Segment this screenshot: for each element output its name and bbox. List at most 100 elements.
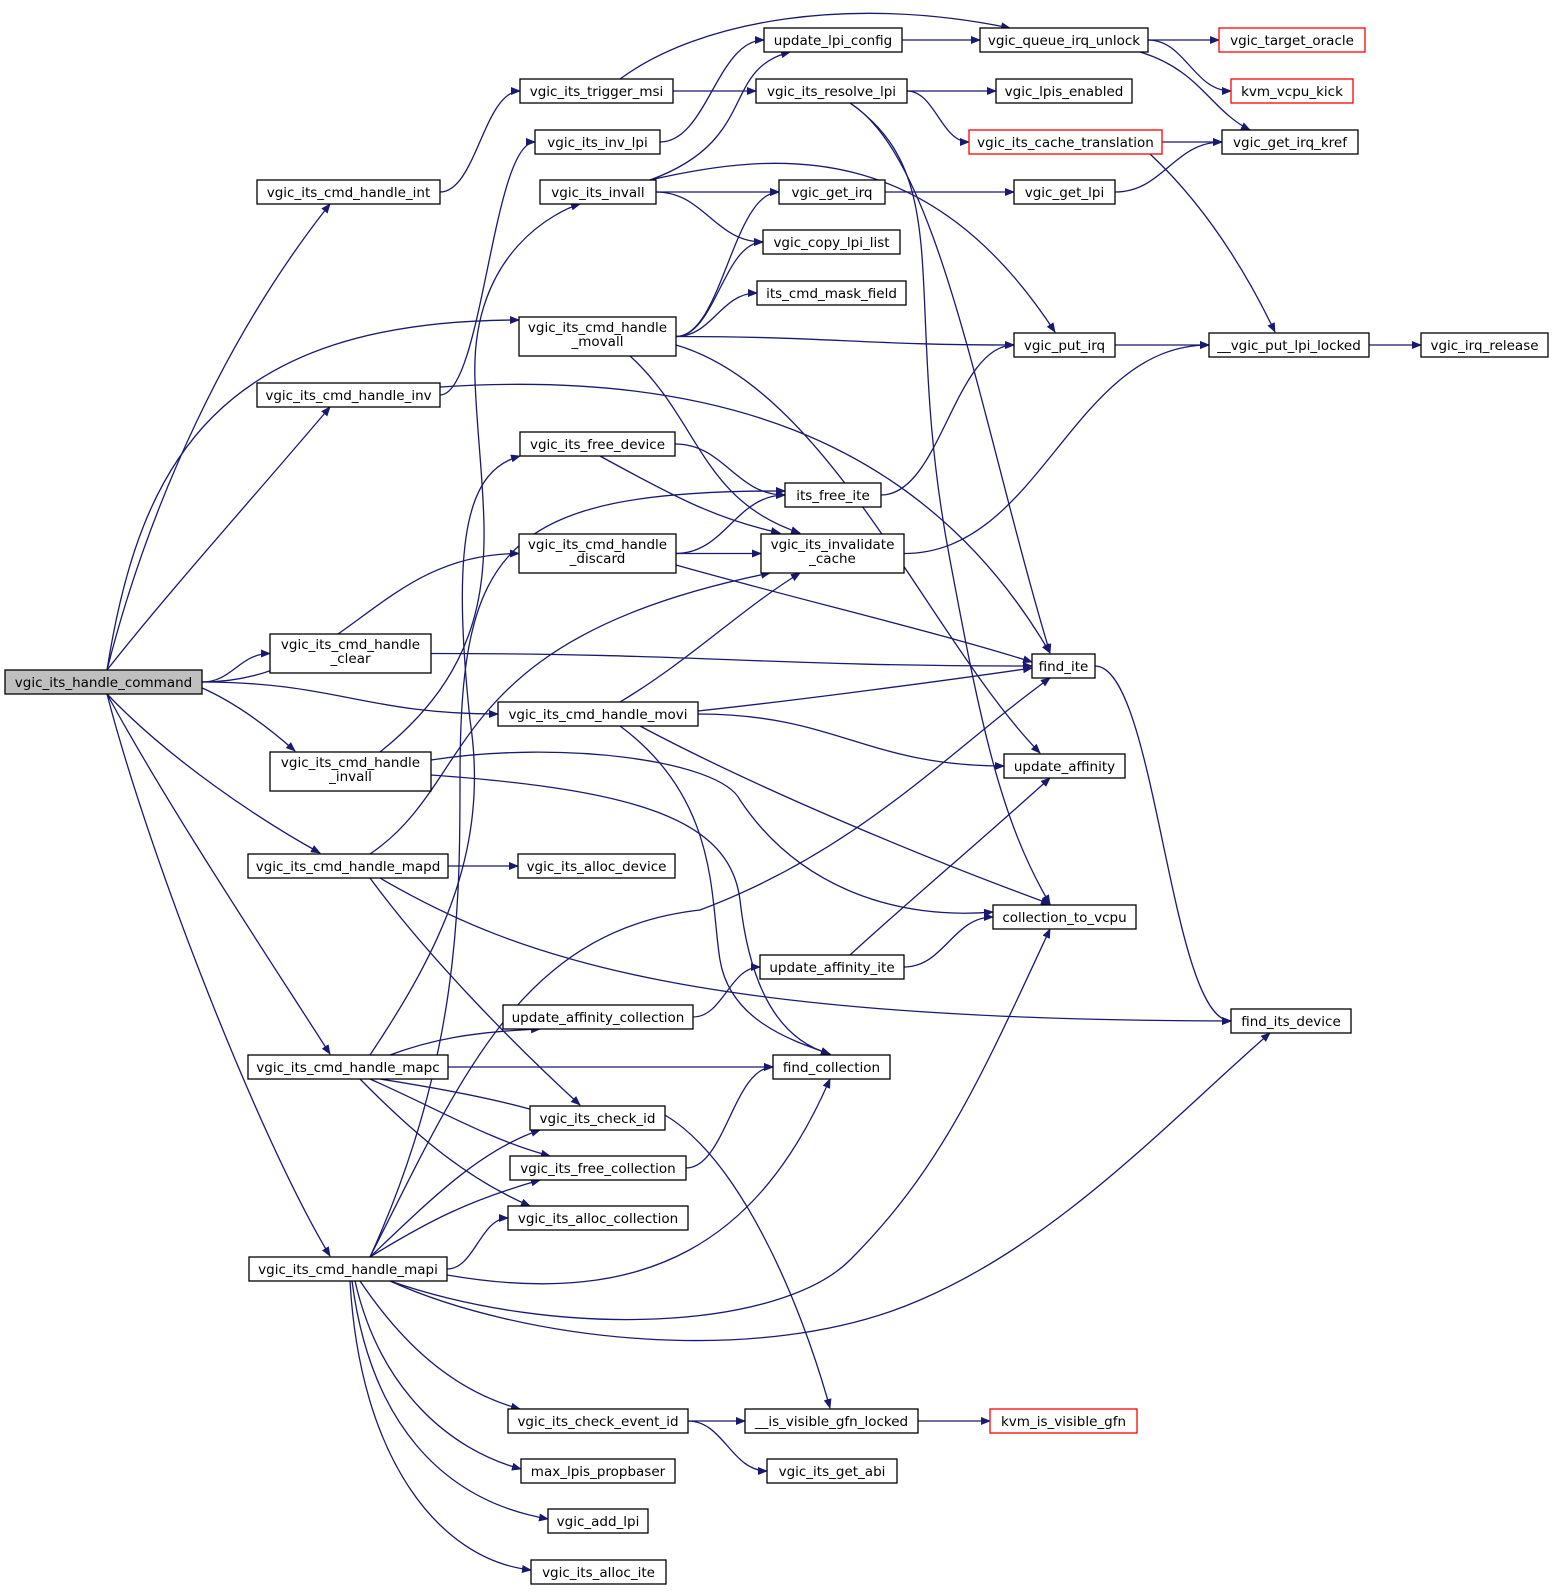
node-vgic-its-inv-lpi[interactable]: vgic_its_inv_lpi (534, 129, 661, 155)
node-box (518, 316, 677, 357)
node-vgic-its-check-id[interactable]: vgic_its_check_id (529, 1105, 666, 1131)
edge-n29-n8 (697, 665, 1033, 712)
node-label: vgic_irq_release (1430, 338, 1538, 354)
node-box (766, 1458, 898, 1484)
node-box (247, 853, 449, 879)
node-vgic-its-check-event-id[interactable]: vgic_its_check_event_id (507, 1408, 689, 1434)
edge-n42-n47 (354, 1280, 522, 1471)
node-label: vgic_its_cmd_handle_movi (508, 707, 687, 723)
edge-n31-n32 (430, 751, 994, 917)
node-label: find_its_device (1241, 1014, 1341, 1030)
node-box (529, 1105, 666, 1131)
node-vgic-its-alloc-device[interactable]: vgic_its_alloc_device (517, 853, 676, 879)
edge-n31-n16 (379, 202, 581, 753)
node-label: vgic_its_cmd_handle (281, 755, 420, 771)
node-vgic-its-invalidate-cache[interactable]: vgic_its_invalidate_cache (760, 533, 905, 574)
node-vgic-its-free-device[interactable]: vgic_its_free_device (519, 431, 676, 457)
node-box (502, 1004, 694, 1030)
node-label: vgic_its_free_collection (520, 1161, 675, 1177)
node-label: vgic_queue_irq_unlock (988, 33, 1140, 49)
node-its-free-ite[interactable]: its_free_ite (784, 482, 882, 508)
node-vgic-its-cmd-handle-movi[interactable]: vgic_its_cmd_handle_movi (497, 701, 699, 727)
node-vgic-its-cache-translation[interactable]: vgic_its_cache_translation (968, 129, 1163, 155)
node-label: vgic_its_cmd_handle_mapd (256, 859, 441, 875)
node-vgic-its-get-abi[interactable]: vgic_its_get_abi (766, 1458, 898, 1484)
node-vgic-put-irq[interactable]: vgic_put_irq (1013, 332, 1116, 358)
edge-n42-n49 (349, 1280, 532, 1573)
node-box (1003, 753, 1126, 779)
node-vgic-add-lpi[interactable]: vgic_add_lpi (547, 1508, 649, 1534)
edge-n28-n8 (430, 652, 1033, 670)
node-its-cmd-mask-field[interactable]: its_cmd_mask_field (756, 280, 907, 306)
node-vgic-its-cmd-handle-mapi[interactable]: vgic_its_cmd_handle_mapi (248, 1256, 448, 1282)
node-vgic-its-invall[interactable]: vgic_its_invall (539, 179, 657, 205)
node-box (256, 382, 441, 408)
node-label: vgic_its_invalidate (771, 537, 895, 553)
node-vgic-its-cmd-handle-clear[interactable]: vgic_its_cmd_handle_clear (269, 633, 432, 674)
node-box (507, 1408, 689, 1434)
node-find-ite[interactable]: find_ite (1031, 653, 1096, 679)
node-label: vgic_its_check_event_id (517, 1414, 678, 1430)
node-box (247, 1054, 449, 1080)
node-vgic-get-irq[interactable]: vgic_get_irq (778, 179, 886, 205)
node-label: vgic_its_handle_command (15, 675, 192, 691)
node-kvm-is-visible-gfn[interactable]: kvm_is_visible_gfn (989, 1408, 1138, 1434)
node-vgic-irq-release[interactable]: vgic_irq_release (1420, 332, 1549, 358)
edge-n1-n2 (439, 87, 521, 193)
node-update-affinity-collection[interactable]: update_affinity_collection (502, 1004, 694, 1030)
node-vgic-its-cmd-handle-movall[interactable]: vgic_its_cmd_handle_movall (518, 316, 677, 357)
node-vgic-its-cmd-handle-mapc[interactable]: vgic_its_cmd_handle_mapc (247, 1054, 449, 1080)
node-update-lpi-config[interactable]: update_lpi_config (763, 27, 903, 53)
edge-n37-n24 (369, 454, 521, 1056)
node-vgic-copy-lpi-list[interactable]: vgic_copy_lpi_list (762, 229, 901, 255)
node-label: vgic_its_cmd_handle (528, 537, 667, 553)
node-max-lpis-propbaser[interactable]: max_lpis_propbaser (520, 1458, 676, 1484)
node-vgic-target-oracle[interactable]: vgic_target_oracle (1218, 27, 1366, 53)
edge-n0-n42 (106, 693, 331, 1257)
node-vgic-lpis-enabled[interactable]: vgic_lpis_enabled (995, 78, 1133, 104)
node-vgic-get-lpi[interactable]: vgic_get_lpi (1013, 179, 1116, 205)
node-vgic-its-cmd-handle-discard[interactable]: vgic_its_cmd_handle_discard (518, 533, 677, 574)
node-find-collection[interactable]: find_collection (772, 1054, 891, 1080)
node-box (772, 1054, 891, 1080)
node-vgic-its-cmd-handle-mapd[interactable]: vgic_its_cmd_handle_mapd (247, 853, 449, 879)
edge-n0-n22 (106, 316, 520, 671)
edge-n31-n38 (430, 774, 831, 1056)
node-vgic-queue-irq-unlock[interactable]: vgic_queue_irq_unlock (979, 27, 1149, 53)
node-is-visible-gfn-locked[interactable]: __is_visible_gfn_locked (744, 1408, 919, 1434)
node-box (518, 533, 677, 574)
node-vgic-its-free-collection[interactable]: vgic_its_free_collection (509, 1155, 687, 1181)
node-box (989, 1408, 1138, 1434)
node-vgic-its-handle-command[interactable]: vgic_its_handle_command (4, 669, 203, 695)
node-vgic-its-alloc-ite[interactable]: vgic_its_alloc_ite (530, 1559, 667, 1585)
edge-n22-n21 (675, 335, 1015, 349)
node-find-its-device[interactable]: find_its_device (1230, 1008, 1352, 1034)
edge-n37-n41 (359, 1078, 531, 1207)
node-vgic-its-cmd-handle-int[interactable]: vgic_its_cmd_handle_int (256, 179, 441, 205)
node-box (784, 482, 882, 508)
edge-n22-n17 (675, 188, 780, 338)
node-box (755, 78, 908, 104)
edge-n43-n46 (687, 1420, 768, 1475)
node-kvm-vcpu-kick[interactable]: kvm_vcpu_kick (1230, 78, 1354, 104)
edge-n0-n37 (106, 693, 331, 1055)
node-vgic-its-alloc-collection[interactable]: vgic_its_alloc_collection (507, 1205, 689, 1231)
node-label: kvm_vcpu_kick (1241, 84, 1343, 100)
edge-n18-n5 (1114, 138, 1223, 193)
edge-n24-n26 (599, 455, 781, 536)
node-vgic-its-cmd-handle-inv[interactable]: vgic_its_cmd_handle_inv (256, 382, 441, 408)
edge-n23-n8 (439, 383, 1051, 654)
node-vgic-its-trigger-msi[interactable]: vgic_its_trigger_msi (519, 78, 674, 104)
node-update-affinity-ite[interactable]: update_affinity_ite (759, 954, 905, 980)
node-update-affinity[interactable]: update_affinity (1003, 753, 1126, 779)
node-label: vgic_lpis_enabled (1005, 84, 1124, 100)
node-label: vgic_its_check_id (540, 1111, 656, 1127)
node-vgic-put-lpi-locked[interactable]: __vgic_put_lpi_locked (1208, 332, 1370, 358)
node-label: vgic_target_oracle (1230, 33, 1354, 49)
node-vgic-its-cmd-handle-invall[interactable]: vgic_its_cmd_handle_invall (269, 751, 432, 792)
node-vgic-get-irq-kref[interactable]: vgic_get_irq_kref (1221, 129, 1359, 155)
edge-n0-n23 (106, 406, 331, 671)
node-collection-to-vcpu[interactable]: collection_to_vcpu (992, 904, 1137, 930)
node-vgic-its-resolve-lpi[interactable]: vgic_its_resolve_lpi (755, 78, 908, 104)
edge-n24-n25 (674, 443, 786, 499)
